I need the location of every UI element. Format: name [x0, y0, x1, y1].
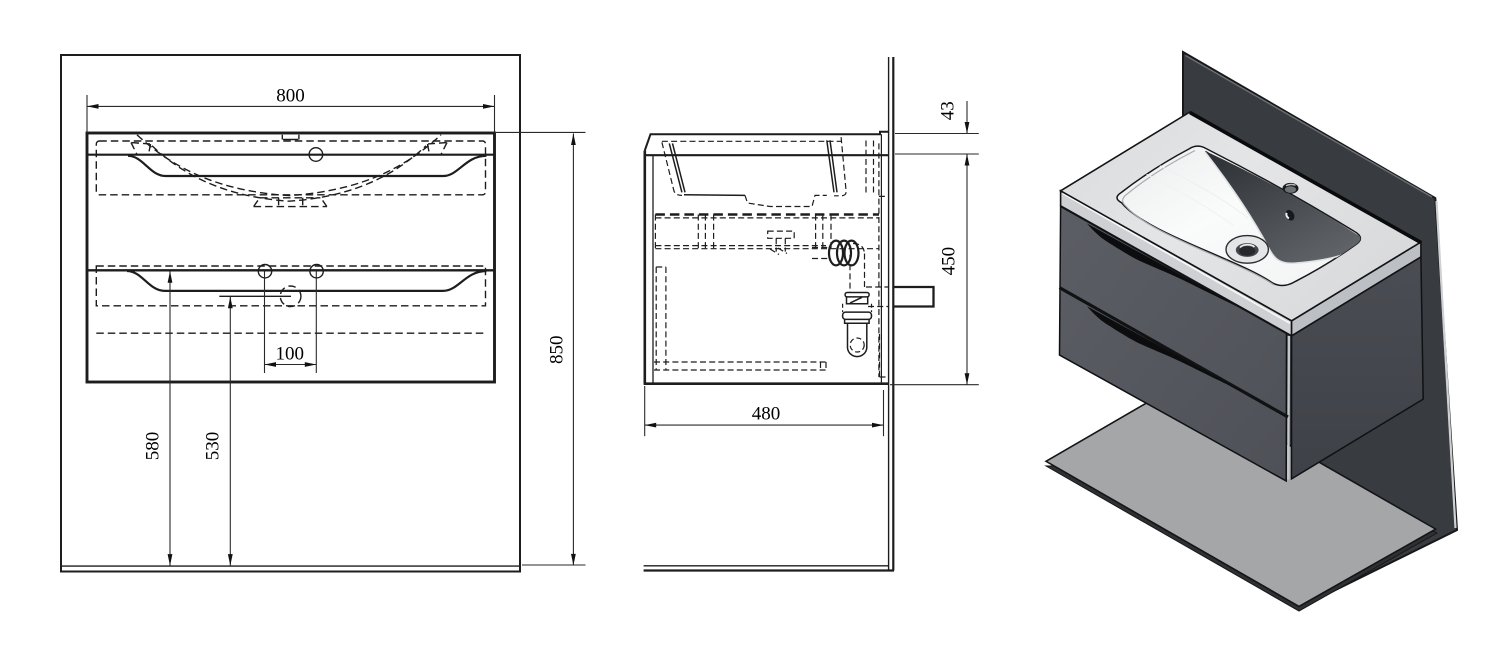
svg-text:580: 580 [142, 432, 163, 461]
svg-text:480: 480 [752, 404, 781, 425]
svg-text:100: 100 [276, 344, 305, 365]
svg-text:850: 850 [547, 336, 568, 365]
svg-text:43: 43 [938, 101, 959, 120]
svg-text:800: 800 [276, 86, 305, 107]
svg-text:450: 450 [939, 247, 960, 276]
svg-text:530: 530 [203, 432, 224, 461]
